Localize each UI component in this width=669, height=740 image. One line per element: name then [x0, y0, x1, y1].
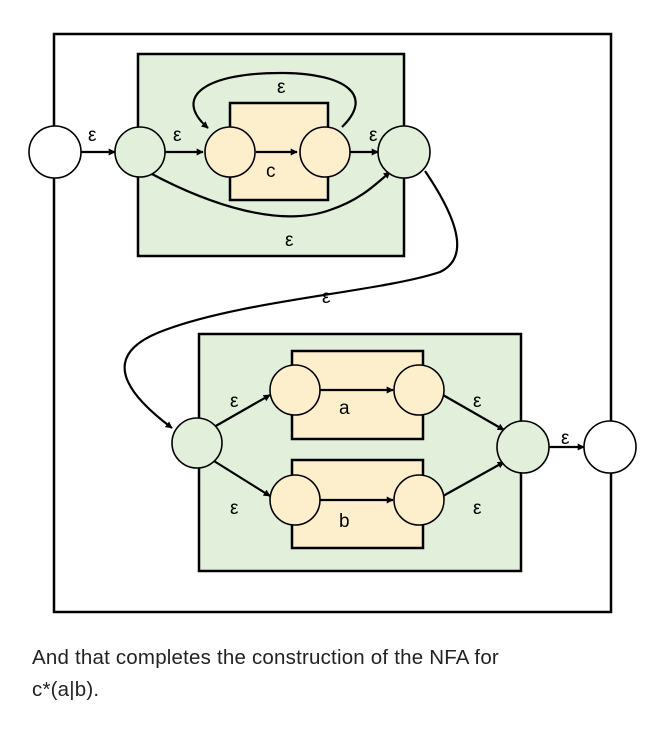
state-a-start	[269, 364, 321, 416]
edge-star-exit-to-union-entry	[123, 170, 459, 429]
label-b: b	[339, 511, 350, 532]
state-star-entry	[114, 126, 166, 178]
label-eps-star-entry: ε	[173, 125, 182, 146]
label-eps-loop: ε	[277, 77, 286, 98]
label-eps-star-exit: ε	[369, 125, 378, 146]
edge-loop-back	[192, 71, 357, 129]
state-start	[28, 125, 82, 179]
edge-skip-bypass	[149, 171, 391, 218]
caption-line-2: c*(a|b).	[32, 678, 100, 701]
label-eps-final: ε	[561, 428, 570, 449]
edge-b-end-to-union-exit	[442, 461, 505, 497]
caption: And that completes the construction of t…	[32, 642, 662, 706]
outer-frame	[52, 32, 613, 614]
edge-union-entry-to-a-start	[213, 394, 271, 428]
label-c: c	[266, 161, 276, 182]
label-eps-bypass: ε	[285, 230, 294, 251]
edge-a-end-to-union-exit	[442, 394, 505, 431]
state-b-start	[269, 474, 321, 526]
label-eps-to-b: ε	[230, 498, 239, 519]
state-c-start	[204, 126, 256, 178]
label-eps-from-b: ε	[473, 498, 482, 519]
state-final	[583, 420, 637, 474]
edge-union-entry-to-b-start	[213, 460, 271, 497]
label-eps-start: ε	[88, 125, 97, 146]
caption-line-1: And that completes the construction of t…	[32, 646, 499, 669]
label-eps-from-a: ε	[473, 391, 482, 412]
label-a: a	[339, 398, 350, 419]
state-star-exit	[377, 125, 431, 179]
label-eps-to-a: ε	[230, 391, 239, 412]
kleene-star-box	[136, 52, 406, 258]
state-a-end	[393, 364, 445, 416]
label-eps-connect: ε	[322, 287, 331, 308]
state-c-end	[299, 126, 351, 178]
state-union-entry	[171, 417, 223, 469]
state-union-exit	[496, 420, 550, 474]
nfa-diagram: ε ε ε ε c ε ε ε a ε ε ε b ε	[28, 32, 637, 614]
state-b-end	[393, 474, 445, 526]
